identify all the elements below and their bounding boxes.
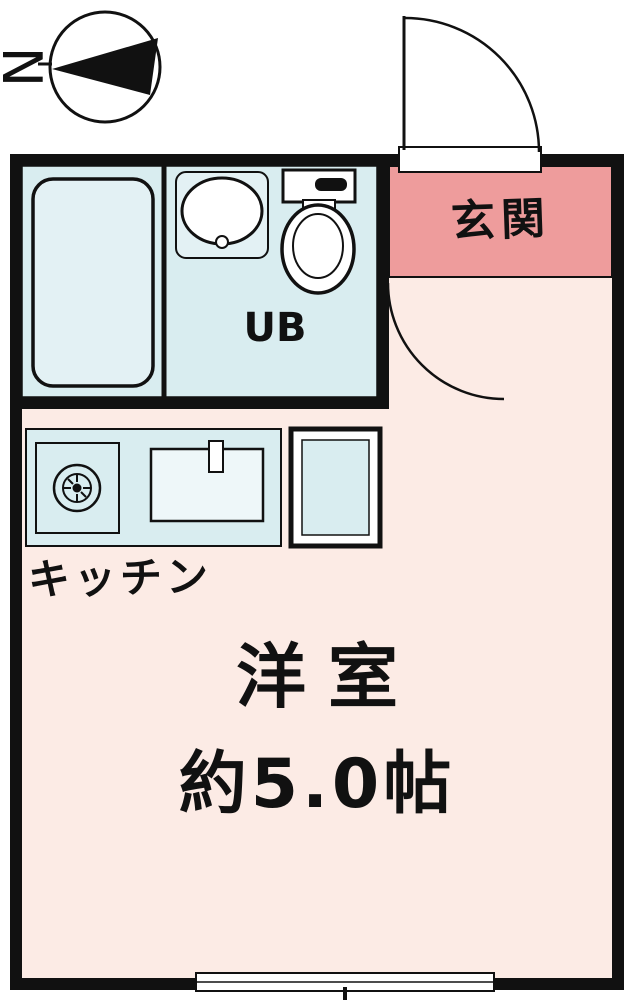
main-room-size-label: 約5.0帖 — [178, 745, 456, 824]
outer-wall-right — [612, 154, 624, 990]
main-room-name-label: 洋室 — [236, 636, 420, 718]
compass-needle — [52, 38, 158, 95]
toilet-seat — [292, 213, 344, 279]
outer-wall-left — [10, 154, 22, 990]
stove-burner-spokes — [64, 475, 90, 501]
stove-burner-inner — [62, 473, 92, 503]
interior-door-swing — [386, 282, 505, 401]
washer-pan-inner — [301, 439, 370, 536]
toilet-bowl — [280, 203, 356, 295]
genkan-label: 玄関 — [450, 193, 552, 248]
bathtub — [31, 177, 155, 388]
kitchen-sink — [149, 447, 265, 523]
stove-burner-outer — [52, 463, 102, 513]
washbasin-bowl — [180, 176, 264, 246]
kitchen-faucet — [208, 440, 224, 473]
stove-burner-center — [72, 483, 82, 493]
interior-wall-vertical — [377, 154, 389, 409]
entrance-door-swing — [404, 16, 541, 153]
toilet-flush-button — [315, 178, 347, 191]
interior-wall-horizontal — [10, 397, 389, 409]
north-label: N — [0, 40, 53, 94]
washbasin-drain — [215, 235, 229, 249]
stove-box — [35, 442, 120, 534]
unit-bath-label: UB — [243, 305, 307, 351]
kitchen-label: キッチン — [27, 551, 213, 605]
entrance-threshold — [398, 146, 542, 173]
